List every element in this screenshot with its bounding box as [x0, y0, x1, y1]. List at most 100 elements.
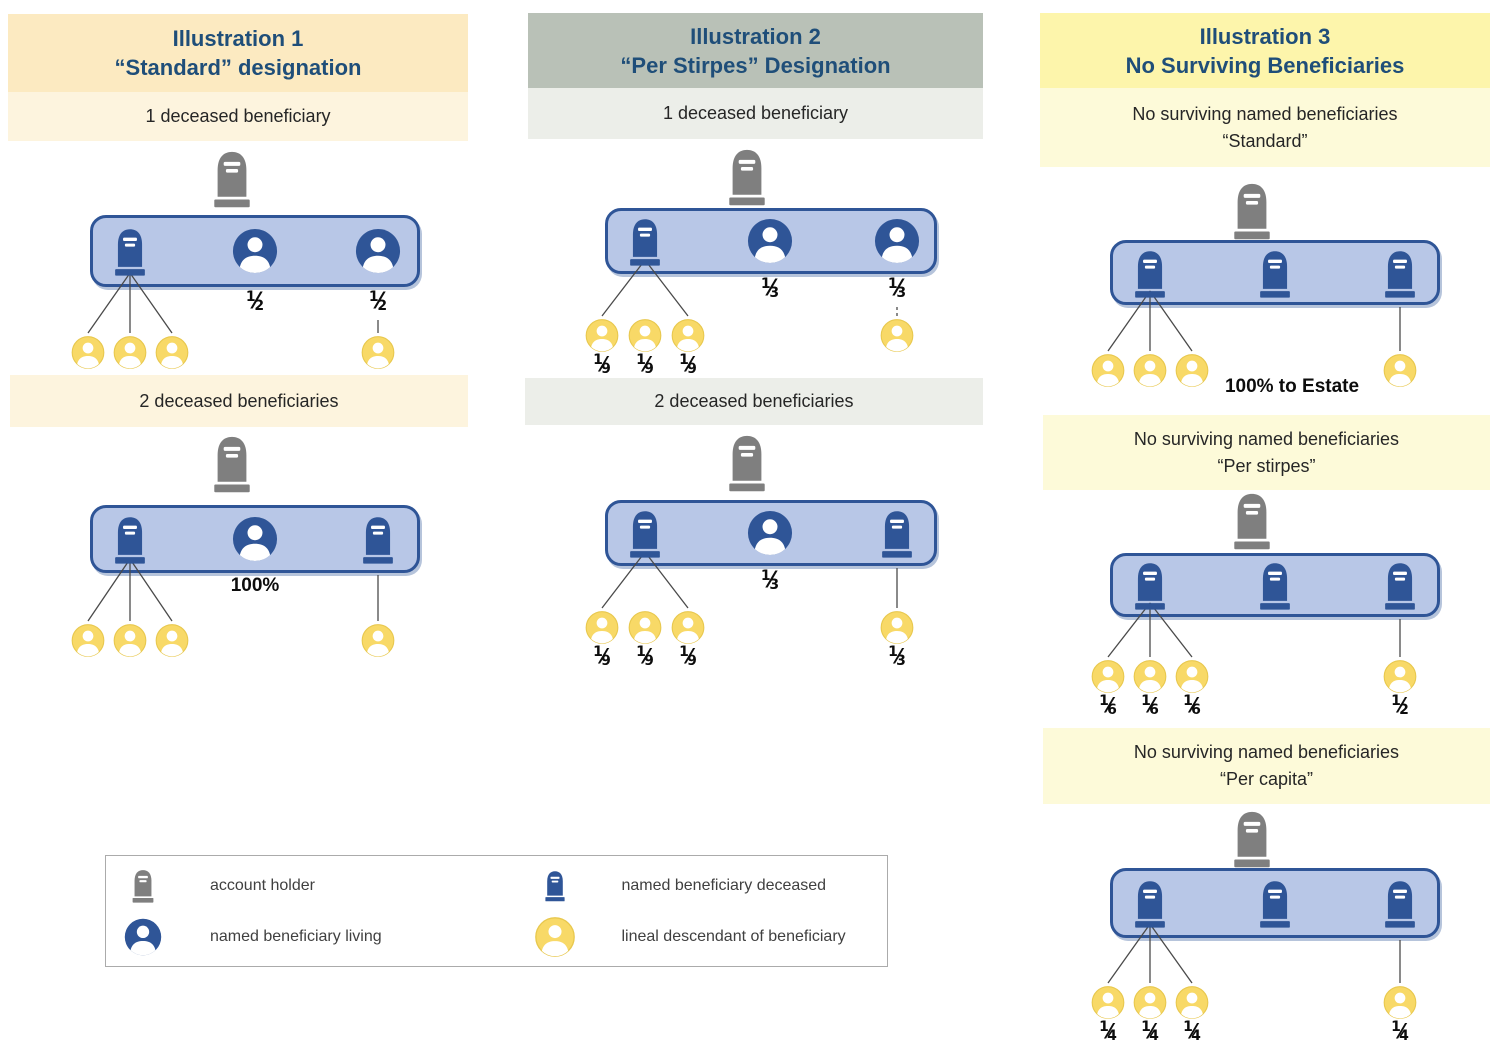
scenario-banner: 2 deceased beneficiaries — [525, 378, 983, 425]
descendant-share-label: 1⁄4 — [1141, 1019, 1159, 1044]
lineal-descendant-icon — [1175, 353, 1209, 387]
descendant-share-label: 1⁄9 — [636, 644, 654, 669]
share-label: 1⁄2 — [368, 289, 388, 314]
illustration-1-title-line1: Illustration 1 — [172, 26, 304, 51]
deceased-beneficiary-tombstone-icon — [110, 226, 150, 278]
illustration-2-title-line2: “Per Stirpes” Designation — [620, 52, 891, 78]
deceased-beneficiary-tombstone-icon — [1380, 878, 1420, 930]
deceased-beneficiary-tombstone-icon — [625, 508, 665, 560]
living-beneficiary-icon — [120, 918, 166, 956]
account-holder-tombstone-icon — [1229, 180, 1275, 242]
deceased-beneficiary-tombstone-icon — [1380, 248, 1420, 300]
descendant-share-label: 1⁄6 — [1099, 693, 1117, 718]
scenario-banner: 1 deceased beneficiary — [528, 88, 983, 139]
descendant-share-label: 1⁄9 — [593, 352, 611, 377]
lineal-descendant-icon — [1383, 353, 1417, 387]
living-beneficiary-icon — [874, 218, 920, 264]
deceased-beneficiary-tombstone-icon — [1255, 560, 1295, 612]
scenario-banner-text: “Per capita” — [1219, 769, 1314, 789]
illustration-2-header: Illustration 2 “Per Stirpes” Designation — [528, 13, 983, 88]
descendant-share-label: 1⁄9 — [593, 644, 611, 669]
scenario-banner-text: No surviving named beneficiaries — [1132, 103, 1398, 124]
illustration-2-title-line1: Illustration 2 — [690, 23, 821, 49]
lineal-descendant-icon — [671, 610, 705, 644]
share-label: 1⁄2 — [245, 289, 265, 314]
lineal-descendant-icon — [1091, 985, 1125, 1019]
deceased-beneficiary-tombstone-icon — [1255, 248, 1295, 300]
legend: account holder named beneficiary decease… — [105, 855, 888, 967]
living-beneficiary-icon — [747, 218, 793, 264]
lineal-descendant-icon — [1091, 353, 1125, 387]
scenario-banner-text: 1 deceased beneficiary — [662, 103, 849, 123]
lineal-descendant-icon — [671, 318, 705, 352]
living-beneficiary-icon — [747, 510, 793, 556]
descendant-share-label: 1⁄6 — [1141, 693, 1159, 718]
share-label: 100% — [230, 575, 280, 596]
scenario-banner-text: No surviving named beneficiaries — [1133, 742, 1400, 762]
lineal-descendant-icon — [1383, 659, 1417, 693]
descendant-share-label: 1⁄9 — [679, 352, 697, 377]
descendant-share-label: 1⁄9 — [679, 644, 697, 669]
legend-item: account holder — [120, 867, 504, 905]
lineal-descendant-icon — [1133, 353, 1167, 387]
scenario-banner: No surviving named beneficiaries “Standa… — [1040, 88, 1490, 167]
illustration-3-title-line2: No Surviving Beneficiaries — [1125, 52, 1405, 78]
legend-item: lineal descendant of beneficiary — [504, 916, 888, 957]
living-beneficiary-icon — [232, 516, 278, 562]
lineal-descendant-icon — [155, 623, 189, 657]
lineal-descendant-icon — [155, 335, 189, 369]
share-label: 1⁄3 — [887, 276, 907, 301]
lineal-descendant-icon — [1175, 985, 1209, 1019]
estate-note: 100% to Estate — [1224, 376, 1360, 397]
lineal-descendant-icon — [628, 318, 662, 352]
legend-item-label: account holder — [210, 876, 315, 894]
account-holder-tombstone-icon — [209, 433, 255, 495]
scenario-banner-text: 2 deceased beneficiaries — [654, 391, 854, 411]
scenario-banner: 1 deceased beneficiary — [8, 92, 468, 141]
descendant-share-label: 1⁄4 — [1099, 1019, 1117, 1044]
lineal-descendant-icon — [880, 610, 914, 644]
legend-item-label: lineal descendant of beneficiary — [621, 927, 846, 945]
account-holder-tombstone-icon — [120, 867, 166, 905]
account-holder-tombstone-icon — [209, 148, 255, 210]
legend-item-label: named beneficiary living — [210, 927, 382, 945]
deceased-beneficiary-tombstone-icon — [1130, 248, 1170, 300]
lineal-descendant-icon — [1133, 659, 1167, 693]
legend-item: named beneficiary living — [120, 918, 504, 956]
illustration-3-title-line1: Illustration 3 — [1199, 23, 1331, 49]
share-label: 1⁄3 — [760, 276, 780, 301]
scenario-banner-text: 2 deceased beneficiaries — [139, 390, 339, 411]
lineal-descendant-icon — [1175, 659, 1209, 693]
deceased-beneficiary-tombstone-icon — [358, 514, 398, 566]
scenario-banner-text: “Standard” — [1222, 130, 1308, 151]
account-holder-tombstone-icon — [724, 146, 770, 208]
legend-item-label: named beneficiary deceased — [621, 876, 827, 894]
lineal-descendant-icon — [585, 318, 619, 352]
lineal-descendant-icon — [113, 335, 147, 369]
lineal-descendant-icon — [71, 335, 105, 369]
lineal-descendant-icon — [628, 610, 662, 644]
legend-item: named beneficiary deceased — [504, 869, 888, 903]
share-label: 1⁄3 — [760, 568, 780, 593]
living-beneficiary-icon — [355, 228, 401, 274]
lineal-descendant-icon — [361, 335, 395, 369]
scenario-banner-text: “Per stirpes” — [1217, 455, 1316, 476]
scenario-banner: No surviving named beneficiaries “Per st… — [1043, 415, 1490, 490]
descendant-share-label: 1⁄4 — [1183, 1019, 1201, 1044]
deceased-beneficiary-tombstone-icon — [532, 869, 578, 903]
deceased-beneficiary-tombstone-icon — [110, 514, 150, 566]
illustration-3-header: Illustration 3 No Surviving Beneficiarie… — [1040, 13, 1490, 88]
deceased-beneficiary-tombstone-icon — [877, 508, 917, 560]
scenario-banner: No surviving named beneficiaries “Per ca… — [1043, 728, 1490, 804]
descendant-share-label: 1⁄6 — [1183, 693, 1201, 718]
illustration-1-title-line2: “Standard” designation — [114, 55, 362, 80]
deceased-beneficiary-tombstone-icon — [1130, 878, 1170, 930]
scenario-banner: 2 deceased beneficiaries — [10, 375, 468, 427]
account-holder-tombstone-icon — [1229, 490, 1275, 552]
deceased-beneficiary-tombstone-icon — [1255, 878, 1295, 930]
account-holder-tombstone-icon — [1229, 808, 1275, 870]
deceased-beneficiary-tombstone-icon — [1130, 560, 1170, 612]
scenario-banner-text: No surviving named beneficiaries — [1133, 428, 1400, 449]
descendant-share-label: 1⁄2 — [1391, 693, 1409, 718]
